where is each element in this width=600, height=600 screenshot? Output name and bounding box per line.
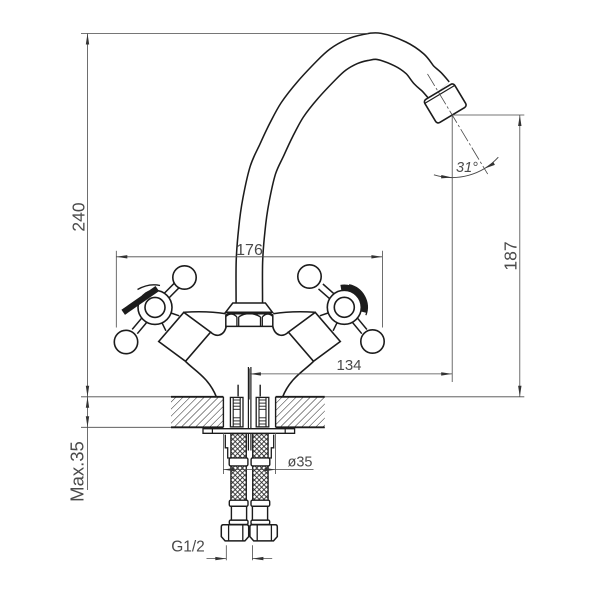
- svg-text:240: 240: [69, 202, 89, 231]
- svg-text:Max.35: Max.35: [67, 441, 88, 502]
- svg-text:187: 187: [501, 241, 521, 270]
- svg-text:ø35: ø35: [288, 455, 313, 471]
- svg-text:31°: 31°: [456, 160, 478, 176]
- svg-text:G1/2: G1/2: [171, 539, 205, 556]
- svg-text:134: 134: [336, 357, 361, 374]
- svg-text:176: 176: [236, 242, 263, 259]
